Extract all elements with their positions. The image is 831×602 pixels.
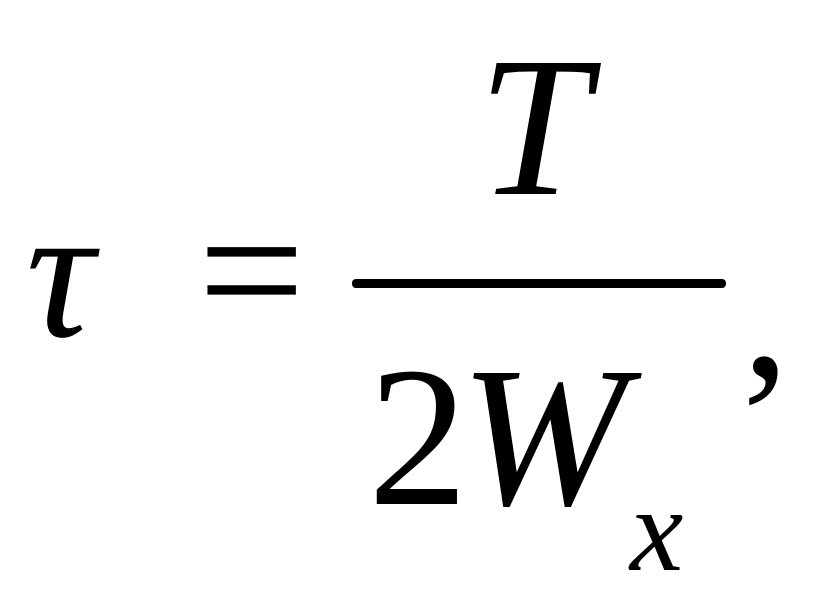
numerator-torque: T xyxy=(478,17,590,238)
denominator-subscript: x xyxy=(630,463,684,596)
denominator-section-modulus: W xyxy=(460,327,627,548)
trailing-comma: , xyxy=(742,208,790,418)
equals-sign: = xyxy=(198,166,306,376)
fraction-bar xyxy=(352,279,726,288)
tau-symbol: τ xyxy=(26,168,95,378)
denominator-coefficient: 2 xyxy=(368,327,468,548)
